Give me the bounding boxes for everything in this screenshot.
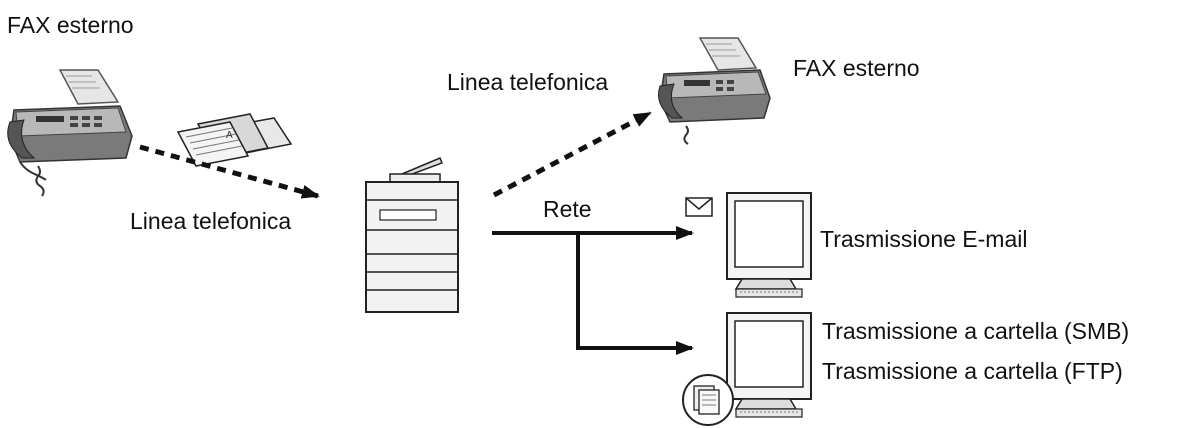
- email-label: Trasmissione E-mail: [820, 226, 1028, 252]
- envelope-icon: [685, 197, 713, 217]
- network-label: Rete: [543, 196, 592, 222]
- multifunction-printer-icon: [365, 157, 459, 313]
- phone-line-out-label: Linea telefonica: [447, 69, 609, 95]
- fax-machine-icon: [7, 69, 133, 197]
- phone-line-out-arrow: [492, 110, 652, 198]
- computer-icon: [726, 192, 812, 298]
- fax-source-label: FAX esterno: [7, 12, 134, 38]
- document-stack-icon: A: [176, 113, 293, 167]
- smb-label: Trasmissione a cartella (SMB): [822, 318, 1130, 344]
- fax-machine-icon: [658, 37, 771, 145]
- ftp-label: Trasmissione a cartella (FTP): [822, 358, 1123, 384]
- network-connection: [492, 226, 694, 355]
- fax-dest-label: FAX esterno: [793, 55, 920, 81]
- computer-icon: [726, 312, 812, 418]
- svg-text:A: A: [226, 130, 233, 141]
- folder-icon: [682, 374, 734, 426]
- phone-line-in-label: Linea telefonica: [130, 208, 292, 234]
